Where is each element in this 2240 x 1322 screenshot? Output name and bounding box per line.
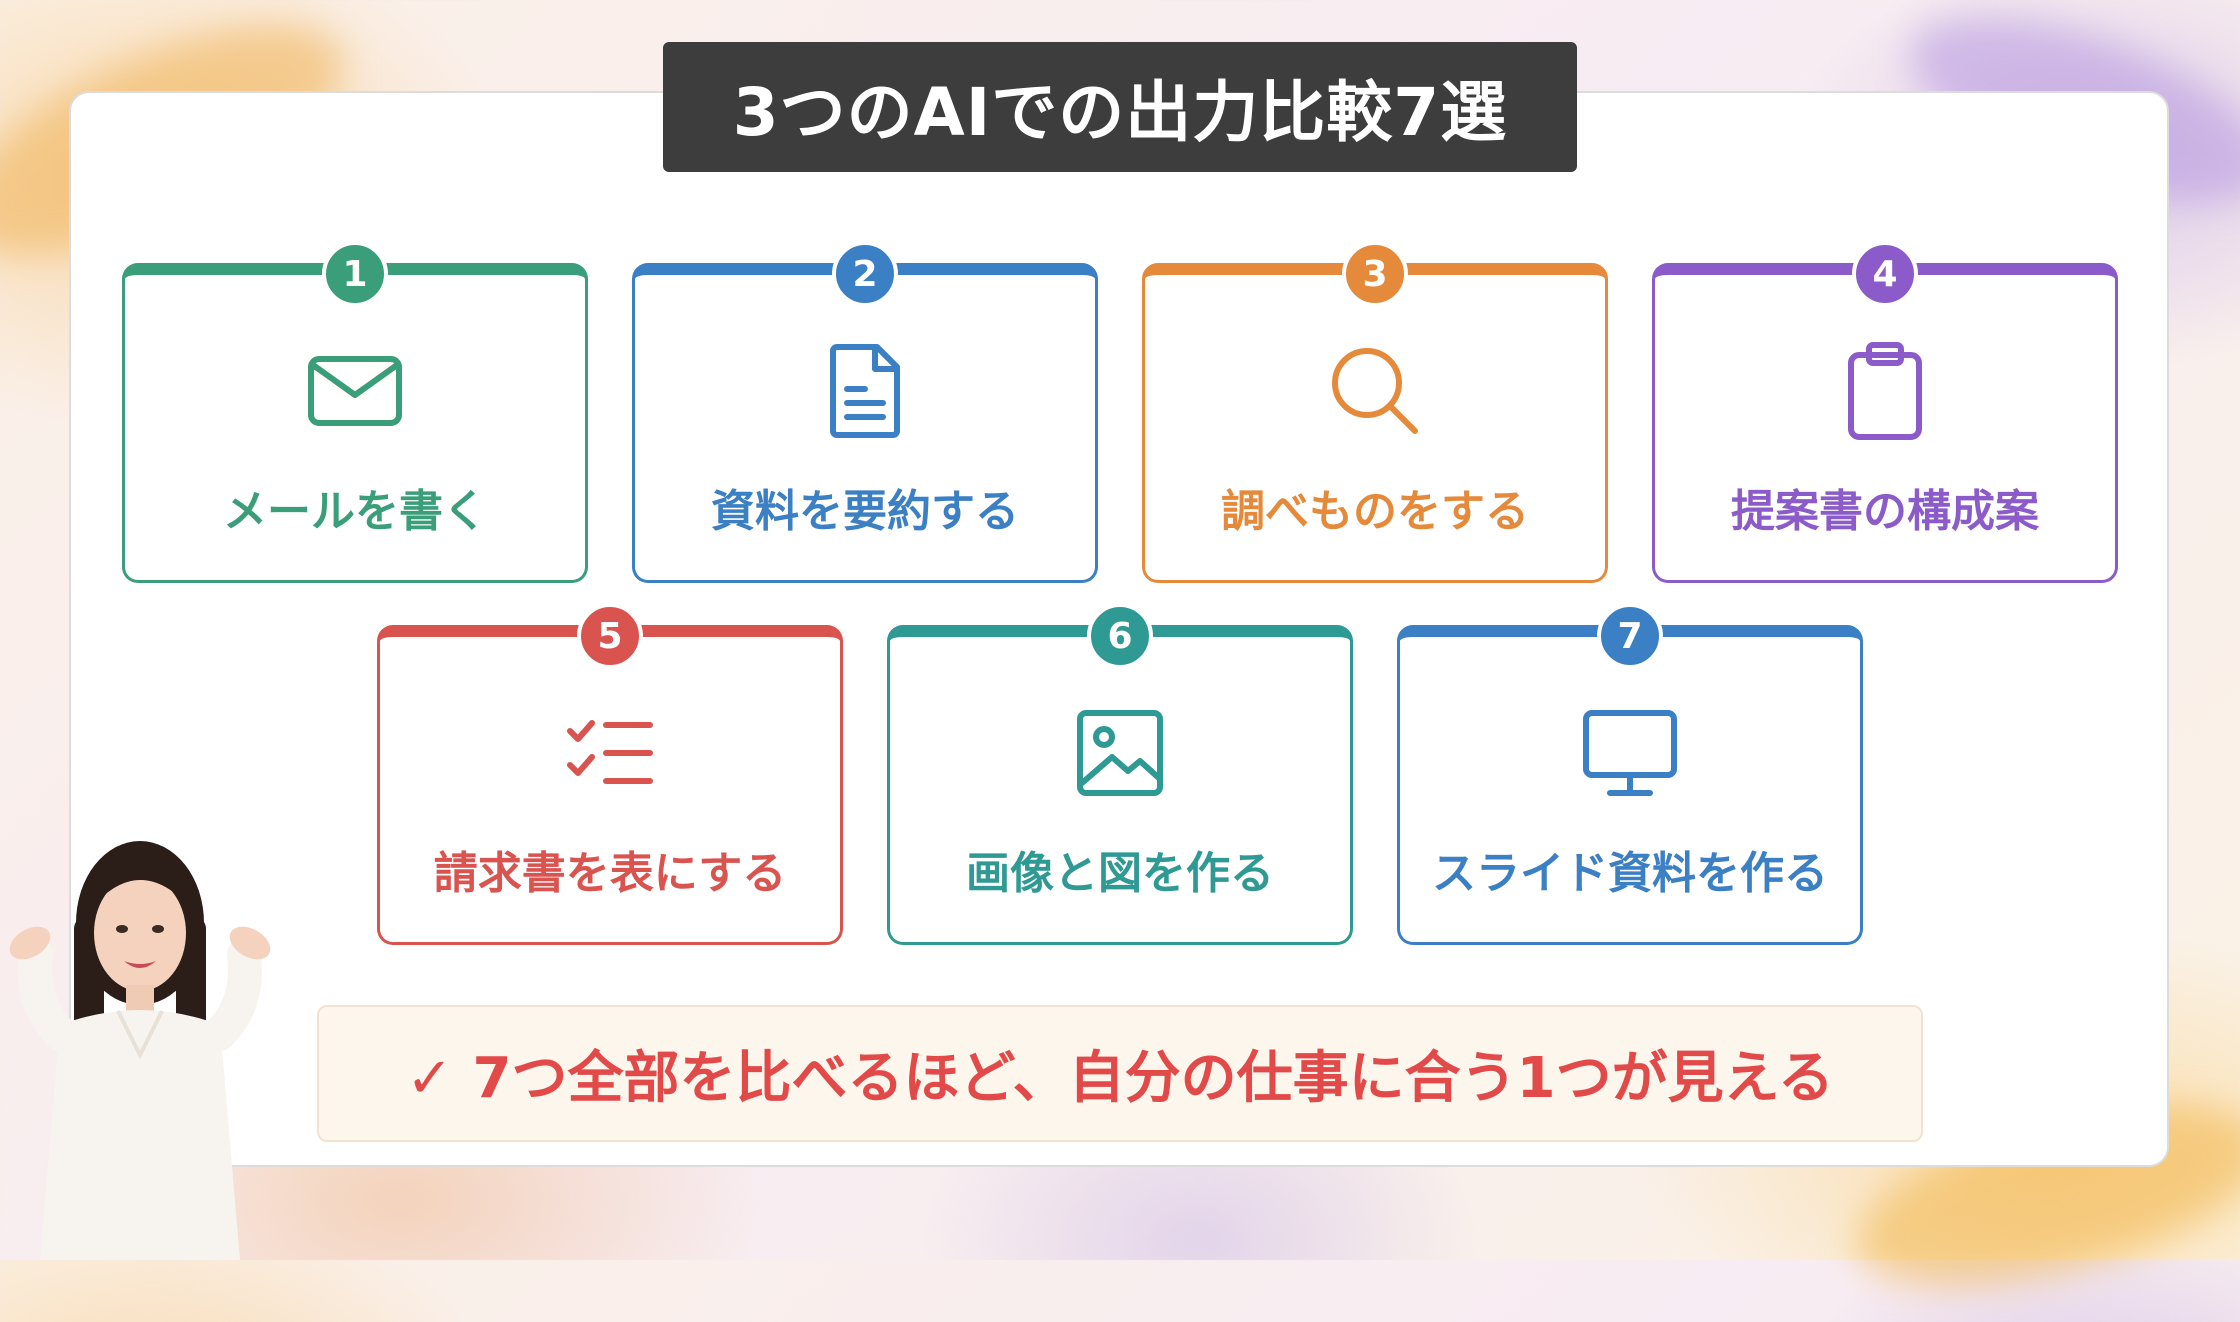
card-number-badge: 5 — [577, 603, 643, 669]
card-label: 画像と図を作る — [966, 848, 1274, 899]
card-7[interactable]: 7 スライド資料を作る — [1397, 603, 1863, 945]
card-6[interactable]: 6 画像と図を作る — [887, 603, 1353, 945]
monitor-icon — [1580, 703, 1680, 803]
card-2[interactable]: 2 資料を要約する — [632, 241, 1098, 583]
clipboard-icon — [1835, 341, 1935, 441]
document-icon — [815, 341, 915, 441]
card-label: 資料を要約する — [711, 486, 1019, 537]
card-5[interactable]: 5 請求書を表にする — [377, 603, 843, 945]
card-number-badge: 4 — [1852, 241, 1918, 307]
page-title: 3つのAIでの出力比較7選 — [663, 42, 1577, 172]
card-3[interactable]: 3 調べものをする — [1142, 241, 1608, 583]
card-4[interactable]: 4 提案書の構成案 — [1652, 241, 2118, 583]
mail-icon — [305, 341, 405, 441]
card-label: 提案書の構成案 — [1731, 486, 2039, 537]
card-label: 請求書を表にする — [433, 848, 787, 899]
card-number-badge: 2 — [832, 241, 898, 307]
checklist-icon — [560, 703, 660, 803]
image-icon — [1070, 703, 1170, 803]
card-number-badge: 3 — [1342, 241, 1408, 307]
card-number-badge: 6 — [1087, 603, 1153, 669]
card-number-badge: 1 — [322, 241, 388, 307]
card-number-badge: 7 — [1597, 603, 1663, 669]
card-label: メールを書く — [223, 486, 487, 537]
card-1[interactable]: 1 メールを書く — [122, 241, 588, 583]
card-label: 調べものをする — [1221, 486, 1529, 537]
presenter-illustration — [0, 805, 280, 1260]
search-icon — [1325, 341, 1425, 441]
card-label: スライド資料を作る — [1432, 848, 1828, 899]
summary-note: ✓ 7つ全部を比べるほど、自分の仕事に合う1つが見える — [317, 1005, 1923, 1142]
